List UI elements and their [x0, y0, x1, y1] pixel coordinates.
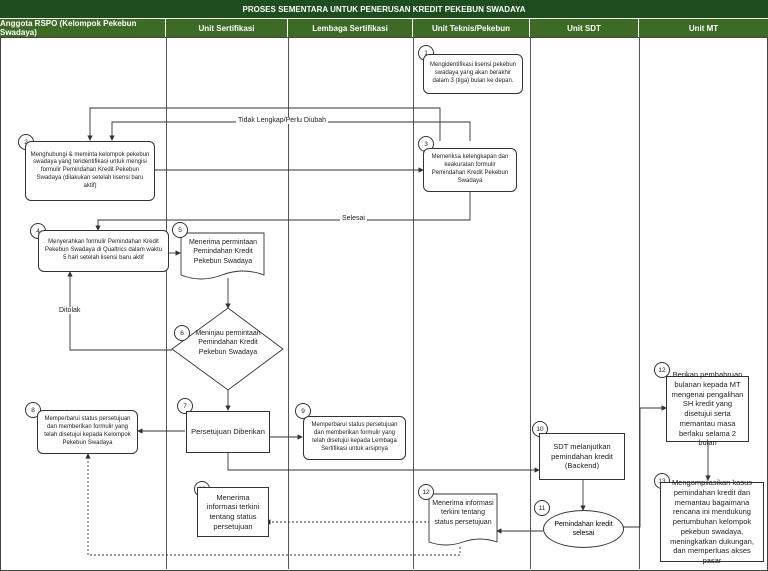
lane-header-lembaga-sertifikasi: Lembaga Sertifikasi: [288, 19, 412, 37]
label-incomplete: Tidak Lengkap/Perlu Diubah: [236, 117, 329, 124]
connector-3-to-2-incomplete-b: [109, 121, 471, 141]
step-number-12a: 12: [654, 362, 670, 378]
step-number-11: 11: [534, 500, 550, 516]
document-shape-5: [180, 232, 265, 280]
connector-3-to-2-incomplete: [87, 107, 441, 141]
step-13b-box: Mengompilasikan kasus pemindahan kredit …: [660, 478, 764, 565]
lane-header-unit-teknis: Unit Teknis/Pekebun: [413, 19, 529, 37]
decision-diamond-6: [171, 307, 284, 391]
step-2-box: Menghubungi & meminta kelompok pekebun s…: [25, 141, 155, 201]
lane-divider: [166, 37, 167, 569]
step-11-oval: Pemindahan kredit selesai: [543, 510, 624, 548]
connector-6-to-4-rejected: [67, 271, 172, 351]
lane-divider: [639, 37, 640, 569]
document-shape-12b: [428, 493, 498, 546]
step-4-box: Menyerahkan formulir Pemindahan Kredit P…: [38, 230, 169, 272]
step-12a-box: Berikan pembahruan bulanan kepada MT men…: [666, 370, 749, 447]
label-done: Selesai: [340, 215, 367, 222]
step-10-box: SDT melanjutkan pemindahan kredit (Backe…: [539, 433, 625, 480]
lane-divider: [288, 37, 289, 569]
step-7-box: Persetujuan Diberikan: [186, 411, 270, 453]
step-12b-text: Menerima informasi terkini tentang statu…: [432, 500, 494, 526]
lane-divider: [530, 37, 531, 569]
lane-header-unit-mt: Unit MT: [639, 19, 768, 37]
step-number-7: 7: [177, 398, 193, 414]
connector-12b-to-8: [85, 453, 461, 556]
connector-3-to-4: [95, 192, 471, 231]
connector-7-to-10: [227, 453, 540, 473]
step-1-box: Mengidentifikasi lisensi pekebun swadaya…: [423, 54, 523, 94]
step-8-box: Memperbarui status persetujuan dan membe…: [37, 410, 138, 454]
step-9-box: Memperbarui status persetujuan dan membe…: [303, 416, 406, 460]
step-6-text: Meninjau permintaan Pemindahan Kredit Pe…: [195, 330, 261, 356]
step-number-5: 5: [172, 222, 188, 238]
step-13a-box: Menerima informasi terkini tentang statu…: [197, 487, 269, 537]
step-number-12b: 12: [418, 484, 434, 500]
lane-header-unit-sdt: Unit SDT: [530, 19, 638, 37]
step-3-box: Memeriksa kelengkapan dan keakuratan for…: [423, 148, 517, 192]
step-5-text: Menerima permintaan Pemindahan Kredit Pe…: [188, 239, 258, 265]
lane-header-anggota: Anggota RSPO (Kelompok Pekebun Swadaya): [0, 19, 165, 37]
step-number-6: 6: [174, 325, 190, 341]
connector-11-to-12a: [622, 405, 667, 528]
lane-header-unit-sertifikasi: Unit Sertifikasi: [166, 19, 287, 37]
diagram-title: PROSES SEMENTARA UNTUK PENERUSAN KREDIT …: [0, 0, 768, 18]
lane-divider: [413, 37, 414, 569]
label-rejected: Ditolak: [57, 307, 83, 314]
